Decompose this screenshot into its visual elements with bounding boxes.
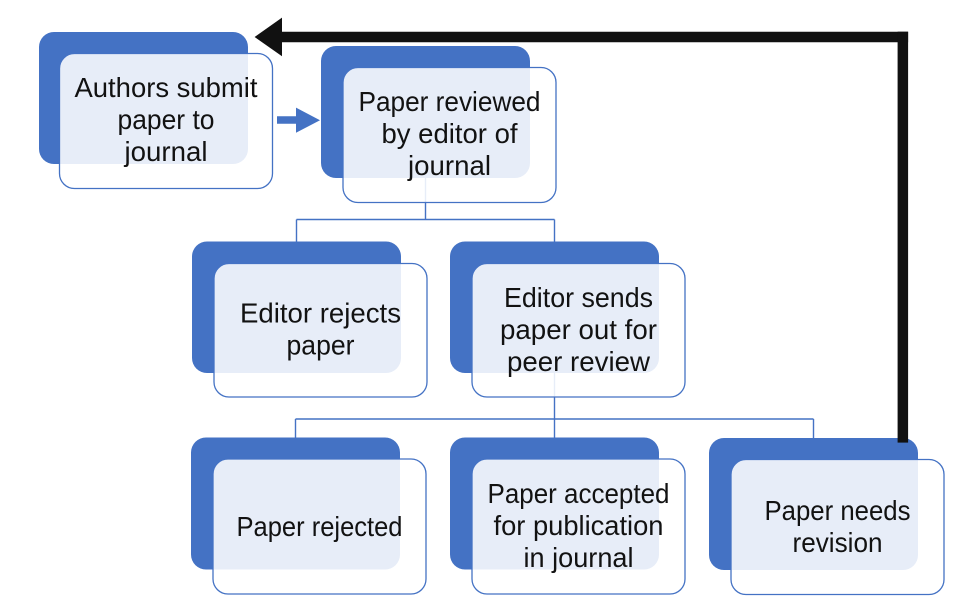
svg-text:revision: revision xyxy=(793,527,883,558)
svg-text:Authors submit: Authors submit xyxy=(75,72,258,103)
svg-text:paper to: paper to xyxy=(118,104,215,135)
svg-text:in journal: in journal xyxy=(524,542,634,573)
svg-text:Editor rejects: Editor rejects xyxy=(240,298,401,329)
svg-text:peer review: peer review xyxy=(507,346,651,377)
svg-text:Paper reviewed: Paper reviewed xyxy=(359,86,541,117)
svg-text:paper out for: paper out for xyxy=(500,314,657,345)
svg-text:paper: paper xyxy=(287,330,355,361)
svg-text:Paper accepted: Paper accepted xyxy=(488,478,670,509)
svg-text:for publication: for publication xyxy=(494,510,664,541)
svg-text:Editor sends: Editor sends xyxy=(504,282,653,313)
svg-text:journal: journal xyxy=(124,136,208,167)
svg-text:journal: journal xyxy=(407,150,491,181)
svg-text:by editor of: by editor of xyxy=(382,118,518,149)
svg-text:Paper rejected: Paper rejected xyxy=(237,511,403,542)
svg-text:Paper needs: Paper needs xyxy=(765,495,911,526)
